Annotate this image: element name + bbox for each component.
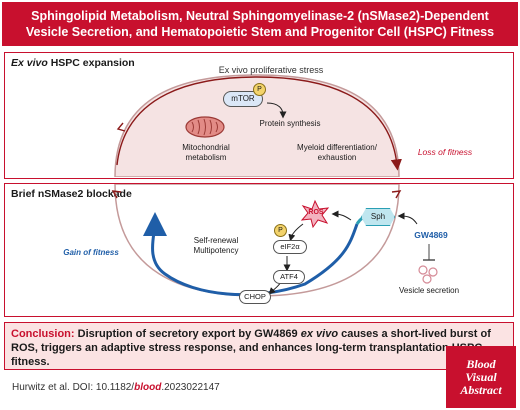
loss-of-fitness-label: Loss of fitness — [417, 147, 473, 157]
hspc-cell-top — [114, 74, 400, 177]
panel-label-blockade: Brief nSMase2 blockade — [11, 188, 132, 200]
proliferative-stress-arrow — [116, 76, 402, 171]
expansion-diagram — [114, 74, 402, 177]
chop-node: CHOP — [239, 290, 271, 304]
vesicles-icon — [418, 265, 438, 284]
conclusion-italic: ex vivo — [300, 328, 339, 340]
mtor-arrow — [266, 102, 287, 119]
ros-to-eif2a-arrow — [288, 223, 304, 242]
gain-of-fitness-label: Gain of fitness — [63, 248, 119, 257]
atf4-node: ATF4 — [273, 270, 305, 284]
gw4869-to-sph-arrow — [397, 212, 418, 225]
protein-synthesis-label: Protein synthesis — [259, 119, 321, 128]
red-arc-tip-left — [111, 190, 122, 199]
vesicle-secretion-label: Vesicle secretion — [398, 286, 460, 295]
conclusion-lead: Conclusion: — [11, 328, 75, 340]
phospho-badge: P — [253, 83, 266, 96]
panel-label-expansion: Ex vivo HSPC expansion — [11, 57, 135, 69]
gain-of-fitness-arrow — [142, 212, 359, 297]
ex-vivo-expansion-panel: Ex vivo HSPC expansion Ex vivo prolifera… — [4, 52, 514, 179]
eif2a-node: eIF2α — [273, 240, 307, 254]
title-line-2: Vesicle Secretion, and Hematopoietic Ste… — [25, 25, 495, 39]
ros-label: ROS — [308, 209, 324, 216]
gw4869-label: GW4869 — [414, 230, 448, 240]
stress-arrow-tail — [116, 122, 126, 132]
blood-visual-abstract-badge: Blood Visual Abstract — [446, 346, 516, 408]
proliferative-stress-label: Ex vivo proliferative stress — [218, 65, 324, 75]
sph-to-ros-arrow — [331, 210, 352, 221]
sph-node: Sph — [361, 208, 395, 226]
title-line-1: Sphingolipid Metabolism, Neutral Sphingo… — [31, 9, 489, 23]
conclusion-text-2: causes a short-lived burst of ROS, trigg… — [11, 328, 491, 368]
myeloid-differentiation-label: Myeloid differentiation/exhaustion — [297, 143, 377, 162]
abstract-title: Sphingolipid Metabolism, Neutral Sphingo… — [2, 2, 518, 46]
nsmase2-blockade-panel: Brief nSMase2 blockade — [4, 183, 514, 317]
mtor-node: mTOR — [223, 91, 263, 107]
mitochondrion-icon — [185, 116, 225, 138]
ros-burst-icon — [300, 199, 330, 229]
conclusion-text-1: Disruption of secretory export by GW4869 — [74, 328, 301, 340]
red-arc-tip-right — [391, 190, 402, 199]
citation: Hurwitz et al. DOI: 10.1182/blood.202302… — [12, 382, 220, 393]
phospho-badge-eif2a: P — [274, 224, 287, 237]
conclusion-box: Conclusion: Disruption of secretory expo… — [4, 322, 514, 370]
hspc-cell-bottom — [114, 184, 400, 297]
